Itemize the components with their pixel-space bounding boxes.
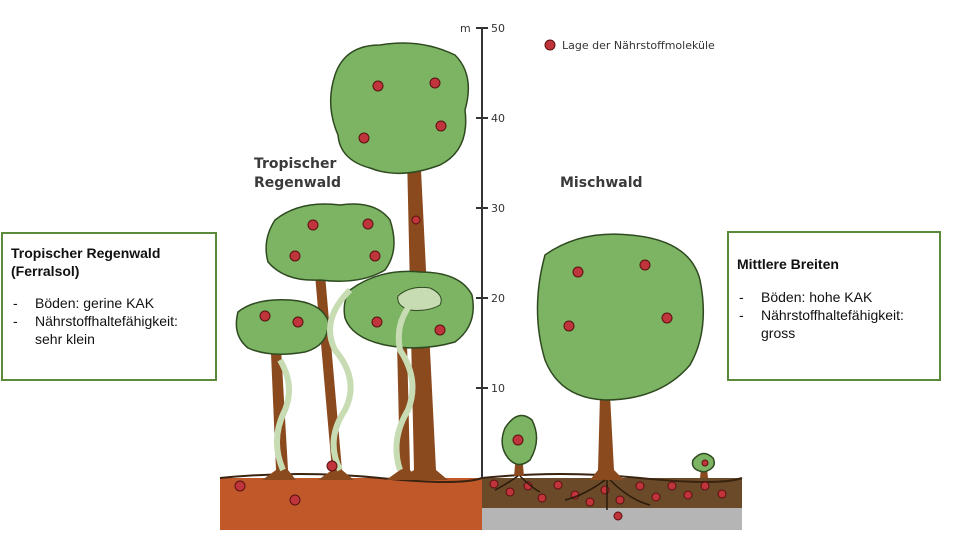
scale-ticks: 50 40 30 20 10 <box>476 22 505 395</box>
scale-unit: m <box>460 22 471 35</box>
label-mixed-forest: Mischwald <box>560 175 643 191</box>
rainforest-nutrients <box>234 77 447 506</box>
mixed-forest-canopy-large <box>536 233 705 401</box>
tick-label: 30 <box>491 202 505 215</box>
info-box-tropical-rainforest: Tropischer Regenwald (Ferralsol) Böden: … <box>1 232 217 381</box>
bullet-item: Nährstoffhaltefähigkeit: sehr klein <box>11 312 207 348</box>
nutrient-legend-label: Lage der Nährstoffmoleküle <box>562 39 715 52</box>
mixed-forest-roots <box>494 475 651 510</box>
info-box-title: Mittlere Breiten <box>737 256 839 272</box>
bullet-item: Nährstoffhaltefähigkeit: gross <box>737 306 931 342</box>
tick-label: 10 <box>491 382 505 395</box>
rainforest-canopy-mid <box>265 203 395 282</box>
tick-label: 40 <box>491 112 505 125</box>
nutrient-legend-dot <box>544 39 556 51</box>
tick-label: 50 <box>491 22 505 35</box>
info-box-bullets: Böden: gerine KAK Nährstoffhaltefähigkei… <box>11 294 207 348</box>
bullet-item: Böden: gerine KAK <box>11 294 207 312</box>
mixed-forest-nutrients <box>489 259 727 521</box>
rainforest-canopy-low-left <box>235 299 329 355</box>
lianas <box>273 287 416 472</box>
mixed-forest-trunks <box>514 395 708 480</box>
info-box-mid-latitudes: Mittlere Breiten Böden: hohe KAK Nährsto… <box>727 231 941 381</box>
rainforest-canopy-tall <box>329 42 470 175</box>
bullet-item: Böden: hohe KAK <box>737 288 931 306</box>
label-tropical-rainforest: Tropischer Regenwald <box>254 156 341 191</box>
info-box-title: Tropischer Regenwald (Ferralsol) <box>11 245 161 279</box>
tropical-soil <box>220 478 482 530</box>
info-box-bullets: Böden: hohe KAK Nährstoffhaltefähigkeit:… <box>737 288 931 342</box>
bedrock <box>482 508 742 530</box>
tick-label: 20 <box>491 292 505 305</box>
